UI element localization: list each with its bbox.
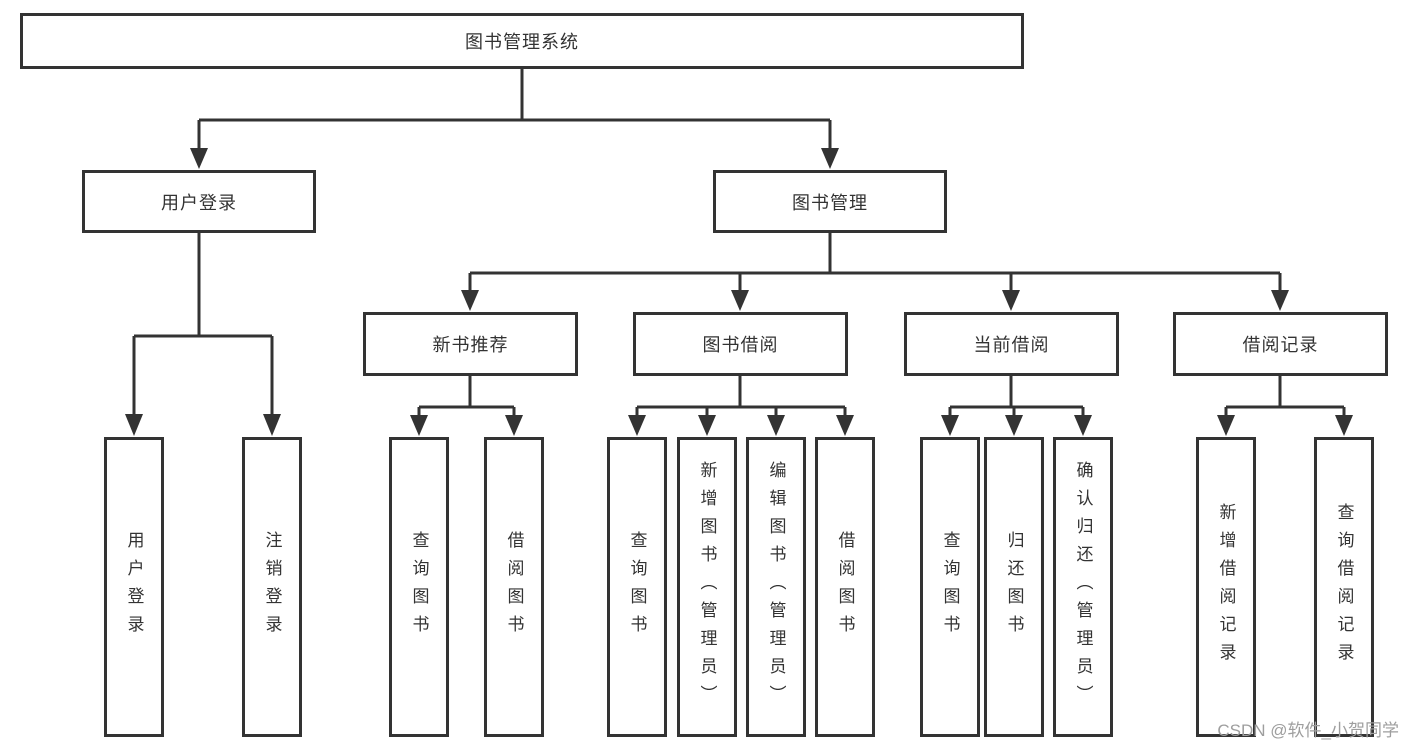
leaf-query-book-recommend-label: 查询图书 xyxy=(409,531,429,643)
leaf-user-login-label: 用户登录 xyxy=(124,531,144,643)
leaf-return-book-label: 归还图书 xyxy=(1004,531,1024,643)
leaf-edit-book-admin: 编辑图书（管理员） xyxy=(746,437,806,737)
leaf-add-book-admin-label: 新增图书（管理员） xyxy=(697,461,717,713)
leaf-return-book: 归还图书 xyxy=(984,437,1044,737)
leaf-add-borrow-record-label: 新增借阅记录 xyxy=(1216,503,1236,671)
leaf-query-book-current: 查询图书 xyxy=(920,437,980,737)
node-root-label: 图书管理系统 xyxy=(465,32,579,52)
node-book-borrow-label: 图书借阅 xyxy=(702,335,779,355)
node-book-borrow: 图书借阅 xyxy=(633,312,848,376)
node-user-login-label: 用户登录 xyxy=(161,192,237,213)
node-current-borrow-label: 当前借阅 xyxy=(973,335,1050,355)
node-new-book-recommend-label: 新书推荐 xyxy=(432,335,509,355)
node-borrow-records: 借阅记录 xyxy=(1173,312,1388,376)
leaf-query-borrow-record: 查询借阅记录 xyxy=(1314,437,1374,737)
csdn-watermark: CSDN @软件_小贺同学 xyxy=(1217,721,1399,740)
leaf-query-book-borrow-label: 查询图书 xyxy=(627,531,647,643)
node-book-management-label: 图书管理 xyxy=(792,192,868,213)
leaf-add-book-admin: 新增图书（管理员） xyxy=(677,437,737,737)
node-new-book-recommend: 新书推荐 xyxy=(363,312,578,376)
leaf-borrow-book-recommend-label: 借阅图书 xyxy=(504,531,524,643)
node-root: 图书管理系统 xyxy=(20,13,1024,69)
leaf-user-login: 用户登录 xyxy=(104,437,164,737)
leaf-logout: 注销登录 xyxy=(242,437,302,737)
node-current-borrow: 当前借阅 xyxy=(904,312,1119,376)
leaf-query-book-borrow: 查询图书 xyxy=(607,437,667,737)
leaf-query-book-recommend: 查询图书 xyxy=(389,437,449,737)
node-user-login: 用户登录 xyxy=(82,170,316,233)
leaf-borrow-book: 借阅图书 xyxy=(815,437,875,737)
leaf-query-borrow-record-label: 查询借阅记录 xyxy=(1334,503,1354,671)
leaf-confirm-return-admin-label: 确认归还（管理员） xyxy=(1073,461,1093,713)
leaf-edit-book-admin-label: 编辑图书（管理员） xyxy=(766,461,786,713)
leaf-borrow-book-recommend: 借阅图书 xyxy=(484,437,544,737)
leaf-logout-label: 注销登录 xyxy=(262,531,282,643)
leaf-add-borrow-record: 新增借阅记录 xyxy=(1196,437,1256,737)
leaf-query-book-current-label: 查询图书 xyxy=(940,531,960,643)
node-book-management: 图书管理 xyxy=(713,170,947,233)
leaf-confirm-return-admin: 确认归还（管理员） xyxy=(1053,437,1113,737)
leaf-borrow-book-label: 借阅图书 xyxy=(835,531,855,643)
node-borrow-records-label: 借阅记录 xyxy=(1242,335,1319,355)
